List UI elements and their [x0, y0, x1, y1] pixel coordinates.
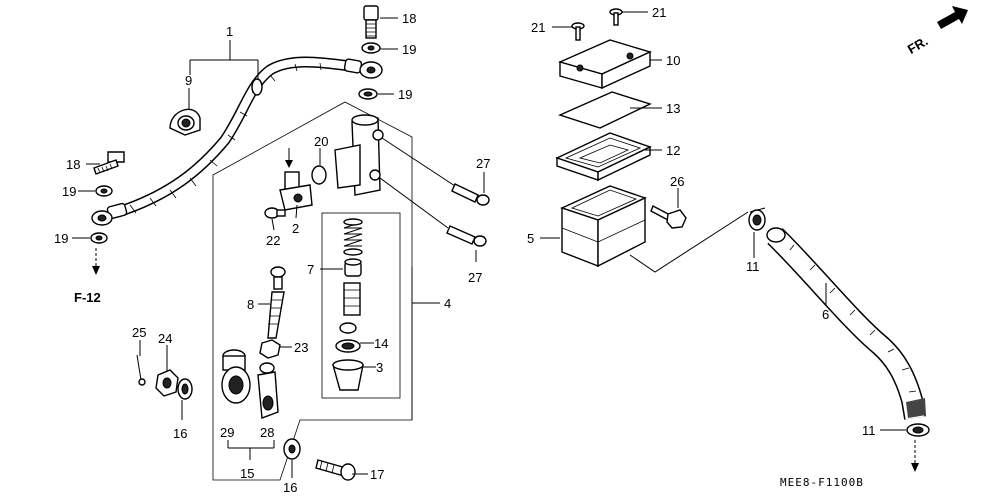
- callout-19-d: 19: [398, 87, 412, 102]
- callout-29: 29: [220, 425, 234, 440]
- bolt-18-left: [93, 151, 125, 175]
- callout-12: 12: [666, 143, 680, 158]
- callout-21-right: 21: [652, 5, 666, 20]
- piston: [343, 282, 361, 316]
- callout-9: 9: [185, 73, 192, 88]
- callout-6: 6: [822, 307, 829, 322]
- front-direction-arrow-icon: [937, 6, 968, 29]
- callout-1: 1: [226, 24, 233, 39]
- callout-4: 4: [444, 296, 451, 311]
- reservoir-cap-10: [557, 39, 652, 90]
- bolt-26: [650, 205, 687, 229]
- clevis-28: [257, 362, 279, 419]
- direction-label: FR.: [905, 33, 931, 56]
- callout-15: 15: [240, 466, 254, 481]
- callout-23: 23: [294, 340, 308, 355]
- screw-22: [264, 207, 286, 219]
- bolt-27-lower: [446, 225, 487, 247]
- callout-27-lower: 27: [468, 270, 482, 285]
- nut-24: [155, 369, 179, 397]
- piston-cup: [344, 258, 362, 277]
- joint-2: [279, 171, 313, 211]
- callout-18-left: 18: [66, 157, 80, 172]
- callout-21-left: 21: [531, 20, 545, 35]
- callout-3: 3: [376, 360, 383, 375]
- callout-22: 22: [266, 233, 280, 248]
- clip-11-upper: [748, 207, 766, 231]
- callout-26: 26: [670, 174, 684, 189]
- callout-13: 13: [666, 101, 680, 116]
- callout-2: 2: [292, 221, 299, 236]
- callout-16-right: 16: [283, 480, 297, 495]
- callout-19-a: 19: [62, 184, 76, 199]
- callout-7: 7: [307, 262, 314, 277]
- reservoir-5: [560, 185, 647, 268]
- callout-27-upper: 27: [476, 156, 490, 171]
- clip-11-lower: [906, 423, 930, 437]
- arrow-down-icon: [92, 266, 100, 275]
- callout-10: 10: [666, 53, 680, 68]
- callout-8: 8: [247, 297, 254, 312]
- callout-19-b: 19: [54, 231, 68, 246]
- callout-25: 25: [132, 325, 146, 340]
- screw-21-left: [571, 22, 585, 41]
- callout-11-upper: 11: [746, 259, 760, 274]
- screw-21-right: [609, 8, 623, 26]
- leader-lines: [72, 11, 906, 478]
- o-ring-20: [311, 165, 327, 185]
- callout-5: 5: [527, 231, 534, 246]
- bolt-18-top: [363, 5, 379, 39]
- bolt-27-upper: [451, 183, 490, 206]
- hose-clamp: [169, 108, 201, 136]
- bolt-17: [315, 459, 356, 481]
- nut-23: [259, 339, 281, 359]
- callout-16-left: 16: [173, 426, 187, 441]
- callout-24: 24: [158, 331, 172, 346]
- reservoir-hose-6: [766, 227, 926, 420]
- reference-label: F-12: [74, 290, 101, 305]
- circlip: [339, 322, 357, 334]
- callout-28: 28: [260, 425, 274, 440]
- diaphragm-12: [555, 132, 652, 182]
- plate-13: [558, 91, 652, 129]
- callout-14: 14: [374, 336, 388, 351]
- push-rod-8: [267, 266, 286, 339]
- spring: [343, 218, 363, 256]
- callout-20: 20: [314, 134, 328, 149]
- joint-29: [221, 349, 251, 404]
- arrow-down-icon: [911, 463, 919, 472]
- cotter-pin-25: [136, 354, 146, 386]
- kit-box-4: [321, 212, 401, 399]
- callout-18-top: 18: [402, 11, 416, 26]
- callout-19-c: 19: [402, 42, 416, 57]
- callout-11-lower: 11: [862, 423, 876, 438]
- master-cylinder-body: [334, 114, 384, 196]
- diagram-code: MEE8-F1100B: [780, 476, 864, 489]
- callout-17: 17: [370, 467, 384, 482]
- brake-hose: [91, 56, 383, 226]
- assembly-outline: [212, 101, 413, 481]
